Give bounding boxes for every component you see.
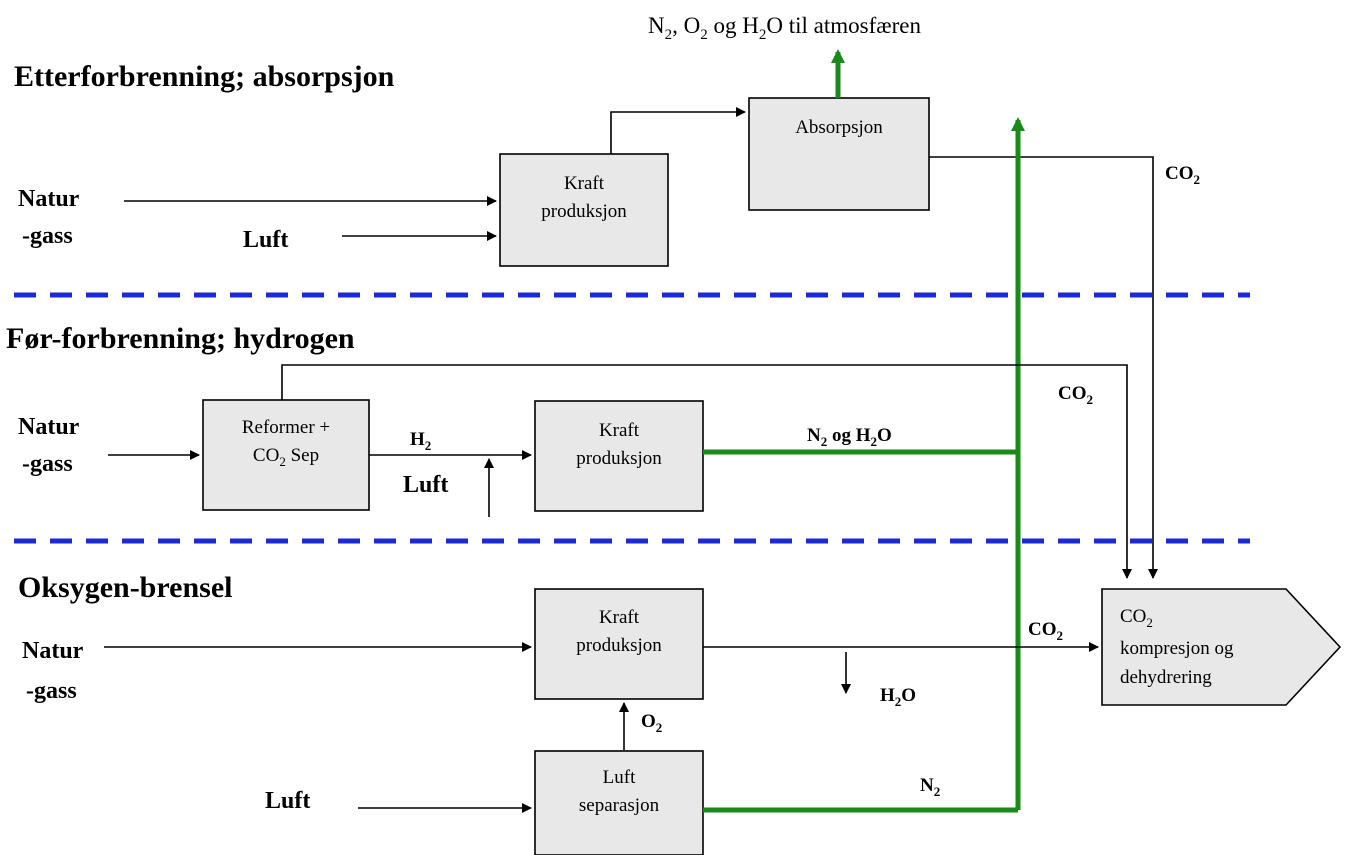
box-komp-line1: CO2 [1120, 606, 1153, 630]
box-reformer [202, 399, 370, 511]
input-luft-2: Luft [403, 472, 448, 498]
box-reformer-line2: CO2 Sep [253, 445, 319, 469]
line-co2-absorpsjon-to-komp [929, 156, 1158, 579]
box-kraft-1-line1: Kraft [564, 173, 605, 194]
box-absorpsjon-label: Absorpsjon [795, 117, 883, 138]
input-naturgas-1-line2: -gass [22, 223, 73, 249]
section-heading-post: Etterforbrenning; absorpsjon [14, 60, 395, 93]
box-luft-separasjon [534, 750, 704, 855]
box-kraft-3 [534, 588, 704, 700]
box-kraft-2 [534, 400, 704, 512]
label-co2-3: CO2 [1028, 619, 1063, 643]
input-naturgas-1-line1: Natur [18, 186, 80, 212]
input-naturgas-3-line1: Natur [22, 638, 84, 664]
box-luftsep-line2: separasjon [579, 795, 660, 816]
input-luft-1: Luft [243, 227, 288, 253]
label-h2o: H2O [880, 685, 916, 709]
input-naturgas-2-line2: -gass [22, 451, 73, 477]
label-n2-og-h2o: N2 og H2O [807, 425, 892, 449]
atmosphere-label: N2, O2 og H2O til atmosfæren [648, 13, 921, 43]
box-reformer-line1: Reformer + [242, 417, 330, 438]
line-co2-reformer-to-komp [281, 364, 1132, 579]
label-co2-2: CO2 [1058, 383, 1093, 407]
arrow-kraft1-to-absorpsjon [610, 107, 746, 154]
box-kraft-2-line1: Kraft [599, 420, 640, 441]
box-absorpsjon [748, 97, 930, 211]
label-co2-1: CO2 [1165, 163, 1200, 187]
box-kraft-1-line2: produksjon [541, 201, 627, 222]
box-kraft-2-line2: produksjon [576, 448, 662, 469]
box-komp-line2: kompresjon og [1120, 638, 1234, 659]
input-naturgas-2-line1: Natur [18, 414, 80, 440]
label-h2: H2 [410, 429, 431, 453]
label-n2: N2 [920, 775, 940, 799]
input-naturgas-3-line2: -gass [26, 678, 77, 704]
input-luft-3: Luft [265, 788, 310, 814]
box-co2-kompresjon [1101, 588, 1342, 706]
box-kraft-1 [499, 153, 669, 267]
section-heading-oxy: Oksygen-brensel [18, 571, 232, 604]
box-komp-line3: dehydrering [1120, 667, 1212, 688]
box-kraft-3-line2: produksjon [576, 635, 662, 656]
box-luftsep-line1: Luft [603, 767, 636, 788]
box-kraft-3-line1: Kraft [599, 607, 640, 628]
label-o2: O2 [641, 711, 662, 735]
section-heading-pre: Før-forbrenning; hydrogen [6, 322, 355, 355]
